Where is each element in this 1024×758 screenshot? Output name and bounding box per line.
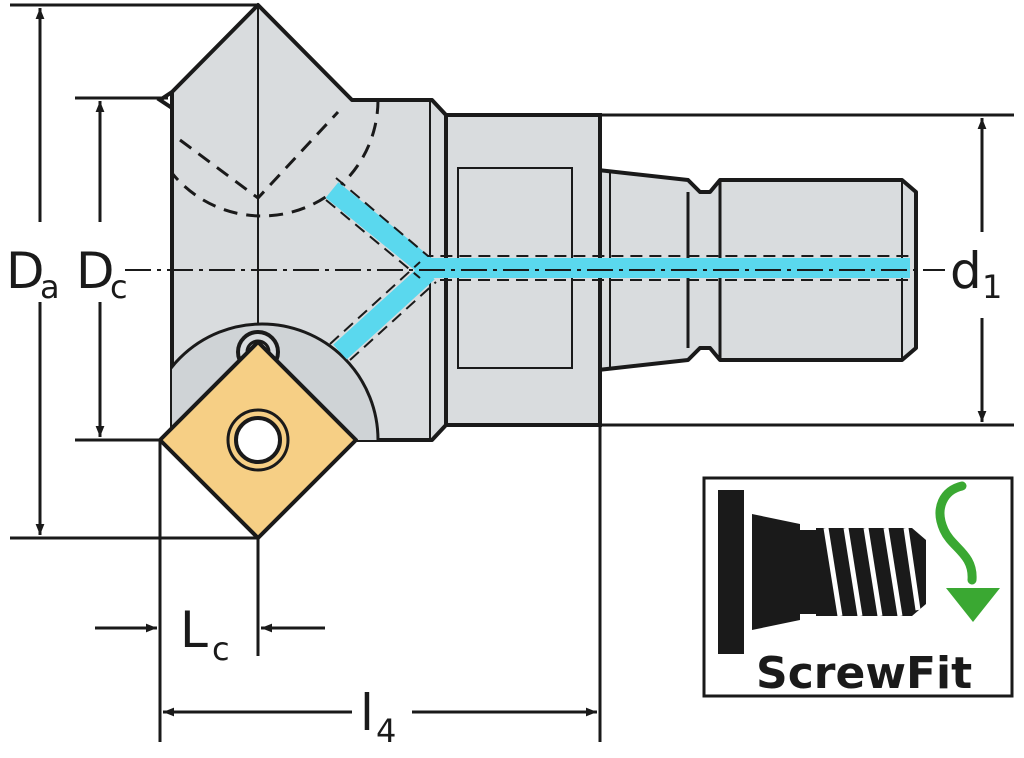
coolant-channels (325, 177, 910, 361)
label-l4-sub: 4 (376, 712, 396, 750)
label-da: D a (6, 242, 60, 306)
label-d1: d 1 (950, 242, 1002, 306)
label-dc-main: D (76, 242, 115, 300)
label-d1-sub: 1 (982, 268, 1002, 306)
label-da-sub: a (40, 268, 60, 306)
label-l4: l 4 (360, 684, 396, 750)
label-lc-main: L (180, 601, 208, 659)
label-l4-main: l (360, 684, 374, 742)
label-dc-sub: c (110, 268, 128, 306)
screwfit-badge: ScrewFit (702, 476, 1014, 699)
rotation-arrow-icon (935, 481, 1000, 622)
screwfit-label: ScrewFit (756, 648, 972, 699)
extension-lines (10, 3, 1014, 742)
label-da-main: D (6, 242, 45, 300)
cutting-insert (158, 340, 358, 540)
label-lc-sub: c (212, 630, 230, 668)
label-dc: D c (76, 242, 128, 306)
label-d1-main: d (950, 242, 982, 300)
label-lc: L c (180, 601, 230, 668)
screwfit-icon (718, 481, 1000, 654)
